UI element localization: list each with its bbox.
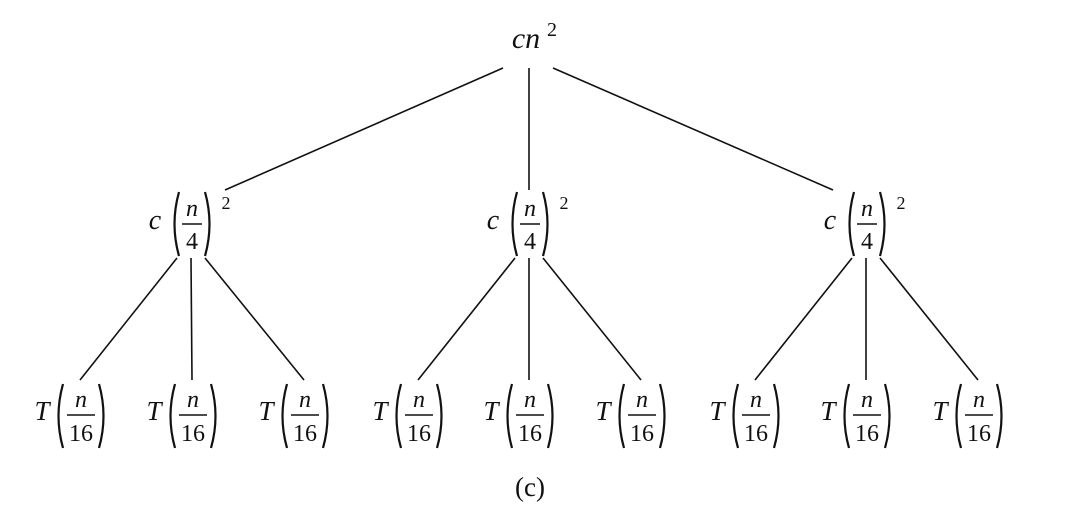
node-coefficient: c [824, 205, 837, 236]
left-paren [506, 383, 514, 449]
left-paren [511, 191, 519, 257]
right-paren [772, 383, 780, 449]
left-paren [395, 383, 403, 449]
node-coefficient: c [149, 205, 162, 236]
edge-level1-leaf [79, 257, 178, 381]
fraction-numerator: n [636, 387, 648, 413]
leaf-function: T [372, 396, 389, 426]
right-paren [209, 383, 217, 449]
fraction-numerator: n [186, 196, 198, 222]
fraction-denominator: 16 [407, 421, 431, 447]
node-exponent: 2 [222, 193, 231, 213]
root-term: cn [512, 22, 540, 55]
tree-edges [79, 67, 979, 381]
fraction-denominator: 16 [293, 421, 317, 447]
edge-level1-leaf [879, 257, 979, 381]
leaf-function: T [709, 396, 726, 426]
left-paren [843, 383, 851, 449]
edge-level1-leaf [190, 257, 193, 381]
fraction-numerator: n [524, 387, 536, 413]
leaf-function: T [820, 396, 837, 426]
root-node: cn 2 [512, 19, 557, 55]
right-paren [321, 383, 329, 449]
right-paren [658, 383, 666, 449]
edge-level1-leaf [417, 257, 516, 381]
leaf-function: T [483, 396, 500, 426]
fraction-denominator: 4 [861, 229, 873, 255]
right-paren [203, 191, 211, 257]
leaf-function: T [595, 396, 612, 426]
left-paren [57, 383, 65, 449]
leaf-function: T [146, 396, 163, 426]
left-paren [618, 383, 626, 449]
fraction-numerator: n [973, 387, 985, 413]
right-paren [546, 383, 554, 449]
leaf-function: T [932, 396, 949, 426]
root-exponent: 2 [547, 19, 557, 41]
node-exponent: 2 [560, 193, 569, 213]
fraction-numerator: n [299, 387, 311, 413]
edge-level1-leaf [204, 257, 305, 381]
fraction-numerator: n [861, 196, 873, 222]
edge-root-right [552, 67, 834, 191]
fraction-denominator: 16 [630, 421, 654, 447]
leaf-function: T [34, 396, 51, 426]
node-coefficient: c [487, 205, 500, 236]
fraction-denominator: 16 [855, 421, 879, 447]
fraction-numerator: n [187, 387, 199, 413]
fraction-numerator: n [750, 387, 762, 413]
edge-level1-leaf [754, 257, 853, 381]
left-paren [955, 383, 963, 449]
fraction-numerator: n [75, 387, 87, 413]
left-paren [169, 383, 177, 449]
right-paren [541, 191, 549, 257]
node-exponent: 2 [897, 193, 906, 213]
right-paren [995, 383, 1003, 449]
left-paren [281, 383, 289, 449]
fraction-denominator: 16 [518, 421, 542, 447]
figure-caption: (c) [515, 472, 545, 502]
fraction-denominator: 16 [69, 421, 93, 447]
leaf-function: T [258, 396, 275, 426]
right-paren [435, 383, 443, 449]
right-paren [97, 383, 105, 449]
edge-level1-leaf [542, 257, 642, 381]
right-paren [883, 383, 891, 449]
left-paren [173, 191, 181, 257]
fraction-denominator: 16 [967, 421, 991, 447]
fraction-denominator: 16 [744, 421, 768, 447]
fraction-numerator: n [413, 387, 425, 413]
fraction-denominator: 4 [524, 229, 536, 255]
right-paren [878, 191, 886, 257]
left-paren [732, 383, 740, 449]
fraction-numerator: n [861, 387, 873, 413]
fraction-denominator: 16 [181, 421, 205, 447]
fraction-numerator: n [524, 196, 536, 222]
edge-root-left [224, 67, 504, 191]
left-paren [848, 191, 856, 257]
fraction-denominator: 4 [186, 229, 198, 255]
